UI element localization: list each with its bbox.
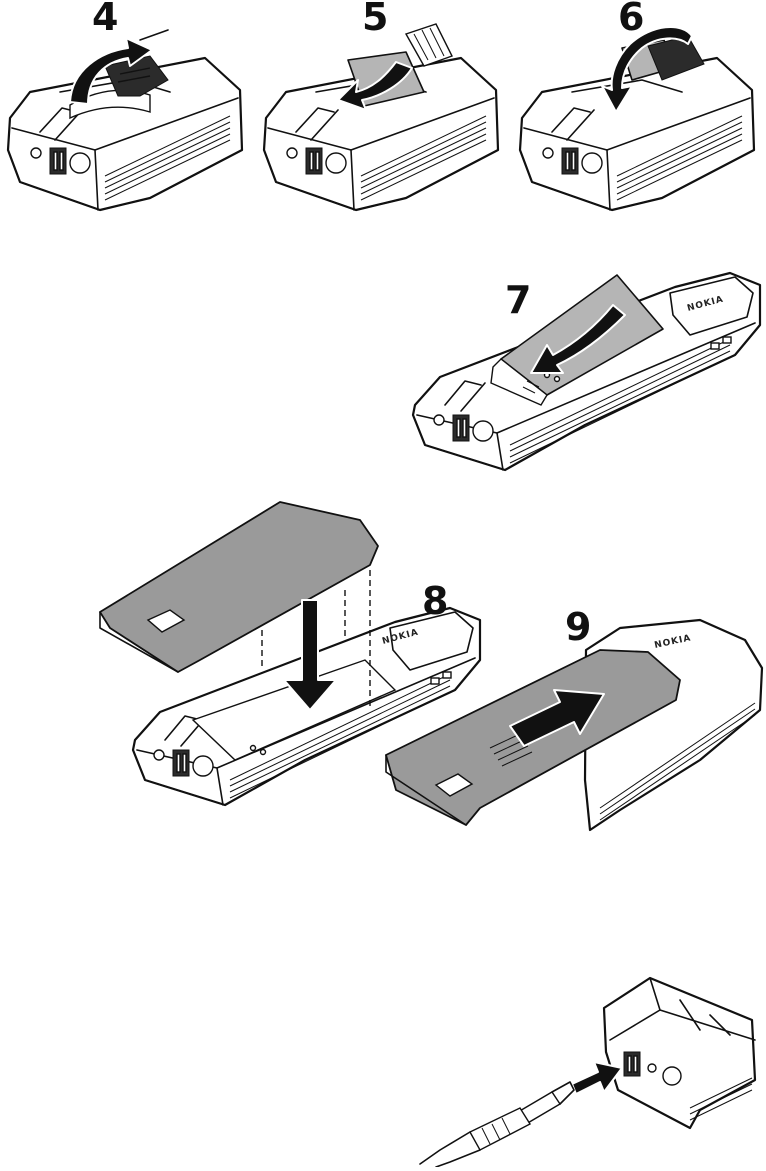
step-6-number: 6 <box>618 0 644 39</box>
step-6-illustration: 6 <box>520 0 754 210</box>
step-7-illustration: NOKIA 7 <box>413 273 760 470</box>
charger-connection-illustration <box>420 978 755 1167</box>
step-4-illustration: 4 <box>8 0 242 210</box>
step-5-illustration: 5 <box>264 0 498 210</box>
step-9-number: 9 <box>565 605 591 649</box>
step-7-number: 7 <box>505 278 531 322</box>
step-5-number: 5 <box>362 0 388 39</box>
connect-charger-arrow-icon <box>572 1062 622 1094</box>
step-4-number: 4 <box>92 0 118 39</box>
step-8-number: 8 <box>422 579 448 623</box>
